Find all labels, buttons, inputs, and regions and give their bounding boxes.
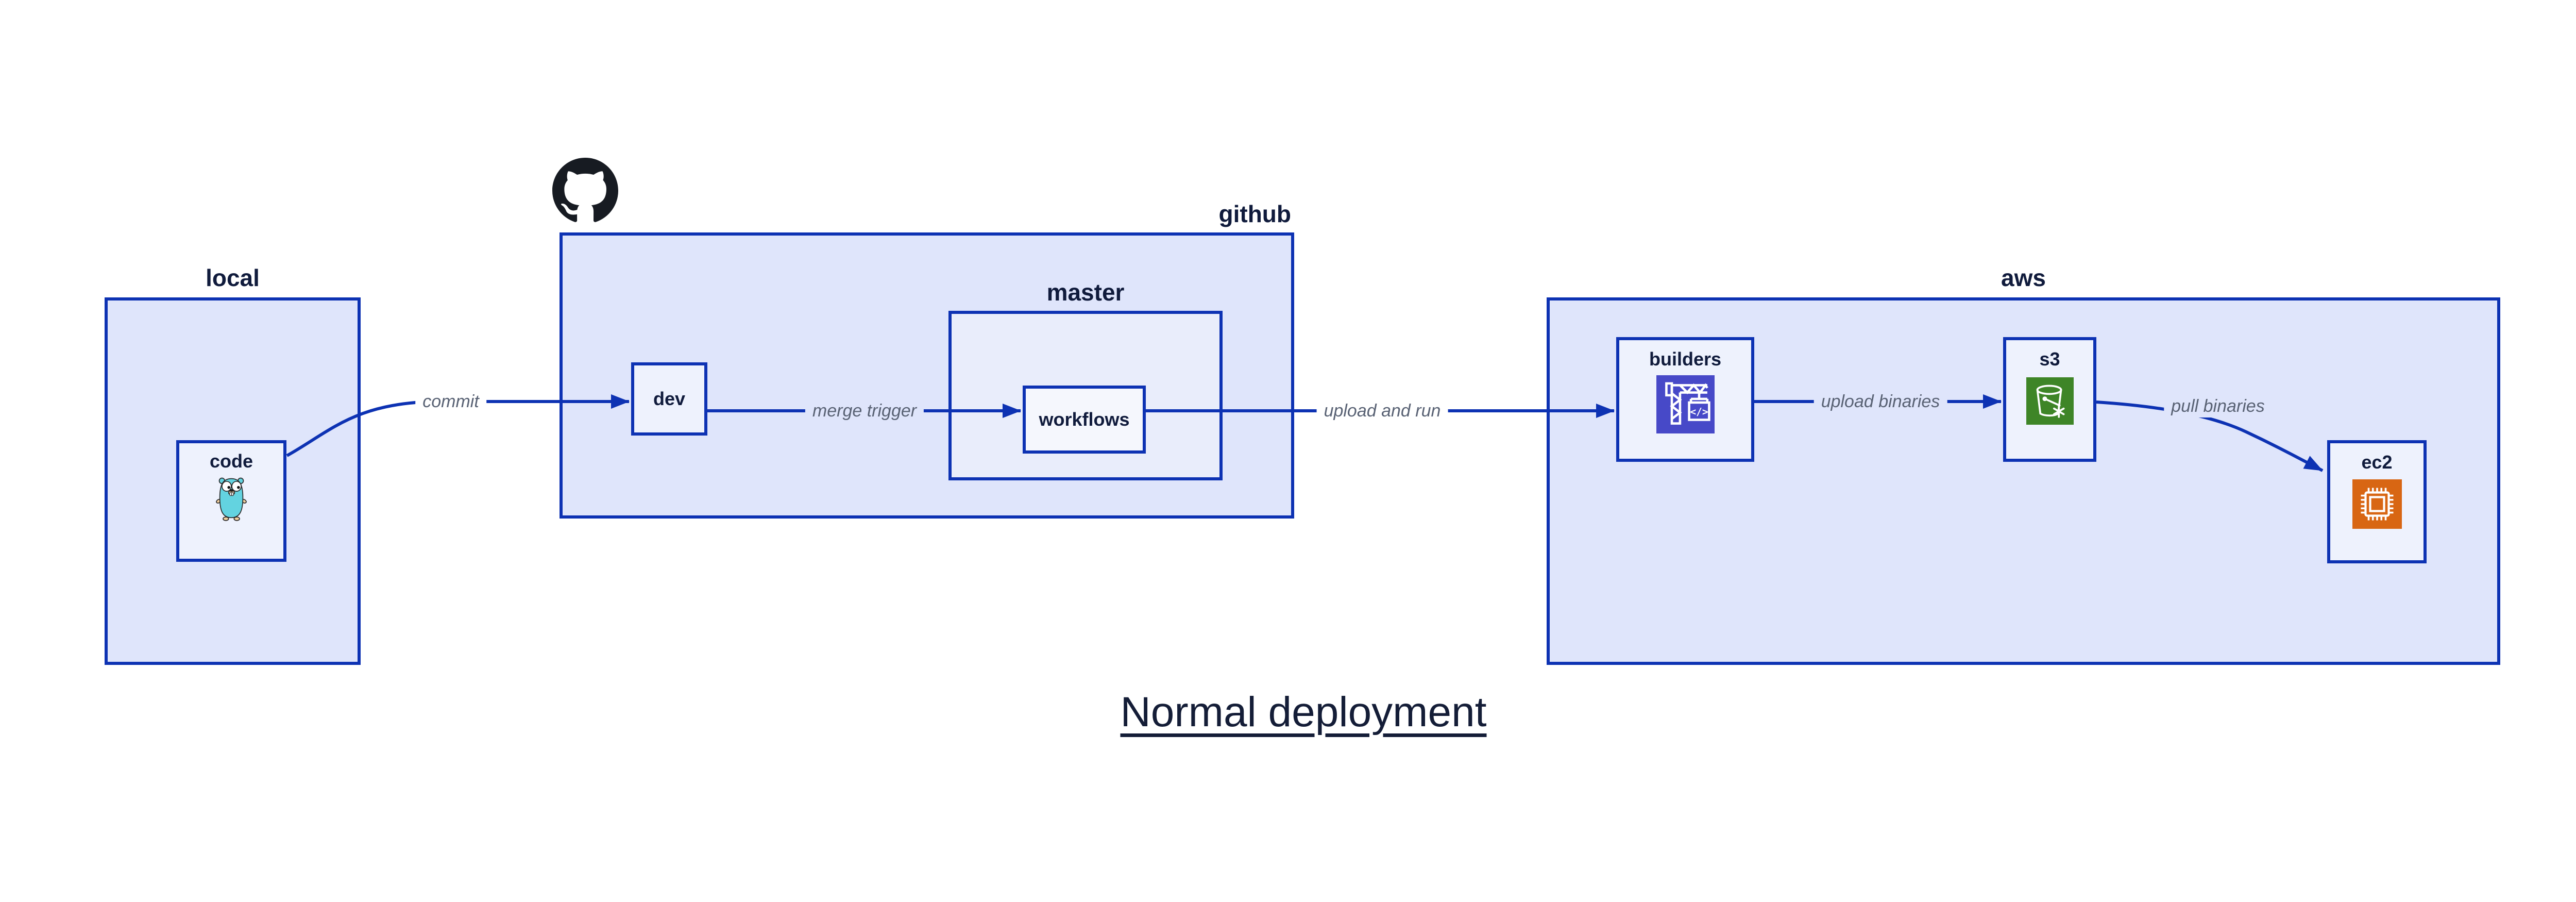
- github-container-label: github: [1218, 201, 1292, 227]
- code-node-label: code: [209, 450, 253, 472]
- go-gopher-icon: [215, 475, 248, 524]
- edge-label-merge-trigger: merge trigger: [805, 399, 924, 422]
- local-container-label: local: [206, 264, 260, 291]
- node-ec2: ec2: [2327, 440, 2427, 563]
- edge-label-upload-binaries: upload binaries: [1814, 390, 1947, 413]
- master-container-label: master: [1046, 279, 1125, 306]
- aws-codebuild-crane-icon: </>: [1656, 375, 1715, 436]
- s3-node-label: s3: [2039, 348, 2060, 370]
- node-code: code: [176, 440, 286, 562]
- edge-label-commit: commit: [415, 390, 486, 413]
- ec2-node-label: ec2: [2361, 452, 2393, 473]
- svg-text:</>: </>: [1690, 406, 1708, 418]
- edge-label-pull-binaries: pull binaries: [2164, 395, 2272, 417]
- ec2-chip-icon: [2352, 479, 2402, 531]
- s3-glacier-bucket-icon: [2026, 377, 2074, 427]
- diagram-title: Normal deployment: [1120, 689, 1487, 736]
- node-s3: s3: [2003, 337, 2096, 462]
- builders-node-label: builders: [1649, 348, 1722, 370]
- dev-node-label: dev: [653, 388, 686, 409]
- github-octocat-icon: [552, 158, 618, 224]
- node-workflows: workflows: [1023, 386, 1146, 454]
- node-dev: dev: [631, 362, 707, 436]
- edge-label-upload-and-run: upload and run: [1316, 399, 1448, 422]
- node-builders: builders </>: [1616, 337, 1754, 462]
- workflows-node-label: workflows: [1039, 409, 1130, 430]
- aws-container-label: aws: [2001, 264, 2046, 291]
